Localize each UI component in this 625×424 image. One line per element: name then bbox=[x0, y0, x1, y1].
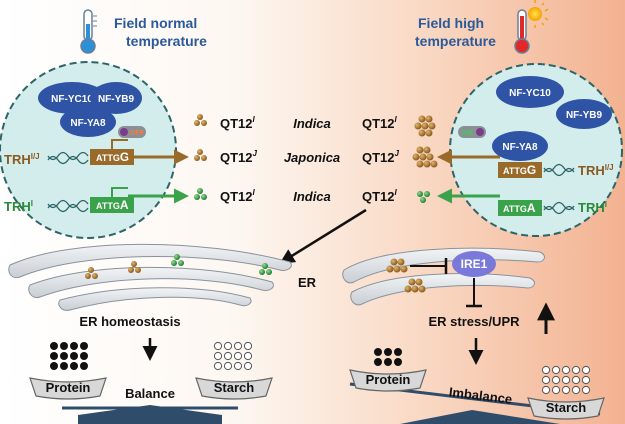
protein-cluster-large-brown bbox=[414, 115, 436, 137]
row2-right-label: QT12J bbox=[362, 149, 400, 165]
switch-on-icon: ON bbox=[458, 126, 486, 138]
row3-variety: Indica bbox=[293, 189, 331, 204]
er-right-protein-aggregates bbox=[386, 258, 426, 293]
motif-top-left: ATTGG bbox=[96, 150, 129, 164]
balance-scale: Protein Starch Balance bbox=[29, 341, 273, 424]
protein-cluster-large-brown-2 bbox=[412, 146, 438, 168]
er-homeostasis-label: ER homeostasis bbox=[79, 314, 180, 329]
row1-left-label: QT12I bbox=[220, 115, 256, 131]
protein-cluster-small-green bbox=[194, 188, 207, 200]
center-row-1: QT12I Indica QT12I bbox=[194, 114, 436, 137]
protein-pan-left-label: Protein bbox=[46, 380, 91, 395]
protein-cluster-small-brown-2 bbox=[194, 149, 207, 161]
trh-top-right-label: TRHI/J bbox=[578, 163, 614, 178]
row3-right-label: QT12I bbox=[362, 188, 398, 204]
trh-bottom-left-label: TRHI bbox=[4, 199, 33, 214]
motif-top-right: ATTGG bbox=[503, 163, 536, 177]
er-label: ER bbox=[298, 275, 317, 290]
nf-ya8-left bbox=[60, 107, 116, 137]
header-left-line1: Field normal bbox=[114, 15, 197, 31]
protein-dots-right bbox=[374, 348, 402, 366]
nf-ya8-right-label: NF-YA8 bbox=[502, 142, 538, 153]
motif-bottom-left: ATTGA bbox=[96, 198, 129, 212]
nf-yb9-left-label: NF-YB9 bbox=[98, 94, 135, 105]
nf-ya8-left-label: NF-YA8 bbox=[70, 118, 106, 129]
switch-on-label: ON bbox=[462, 130, 473, 137]
protein-cluster-small-brown bbox=[194, 114, 207, 126]
starch-pan-right bbox=[527, 397, 605, 420]
balance-label: Balance bbox=[125, 386, 175, 401]
er-stress-label: ER stress/UPR bbox=[428, 314, 520, 329]
sun-icon bbox=[528, 0, 549, 28]
header-right-line2: temperature bbox=[415, 33, 496, 49]
imbalance-label: Imbalance bbox=[448, 384, 513, 407]
protein-pan-left bbox=[29, 377, 107, 400]
nf-yb9-right-label: NF-YB9 bbox=[566, 110, 603, 121]
nf-ya8-right bbox=[492, 131, 548, 161]
left-nucleus: NF-YC10 NF-YB9 NF-YA8 OFF TRHI/J ATTGG T… bbox=[0, 61, 189, 239]
starch-dots-right bbox=[541, 365, 591, 395]
arrow-to-er bbox=[279, 208, 367, 264]
switch-off-icon: OFF bbox=[118, 126, 146, 138]
trh-top-left-label: TRHI/J bbox=[4, 152, 40, 167]
nf-yb9-left bbox=[90, 82, 142, 114]
nf-yc10-left-label: NF-YC10 bbox=[51, 94, 93, 105]
row1-right-label: QT12I bbox=[362, 115, 398, 131]
ire1-label: IRE1 bbox=[461, 257, 488, 271]
protein-cluster-small-green-2 bbox=[417, 191, 430, 203]
header-right-line1: Field high bbox=[418, 15, 484, 31]
starch-pan-left-label: Starch bbox=[214, 380, 255, 395]
center-row-2: QT12J Japonica QT12J bbox=[194, 146, 438, 168]
nf-yb9-right bbox=[556, 99, 612, 129]
thermometer-high-icon bbox=[514, 9, 530, 54]
er-right bbox=[342, 247, 545, 306]
nf-yc10-right-label: NF-YC10 bbox=[509, 88, 551, 99]
motif-box-bottom-right bbox=[498, 200, 542, 216]
center-row-3: QT12I Indica QT12I bbox=[194, 188, 430, 204]
header-left-line2: temperature bbox=[126, 33, 207, 49]
ire1-oval bbox=[452, 251, 496, 277]
er-left bbox=[8, 243, 292, 311]
row2-left-label: QT12J bbox=[220, 149, 258, 165]
row1-variety: Indica bbox=[293, 116, 331, 131]
dna-strand-top-left bbox=[47, 151, 89, 165]
protein-dots-left bbox=[50, 342, 88, 370]
protein-pan-right-label: Protein bbox=[366, 372, 411, 387]
row3-left-label: QT12I bbox=[220, 188, 256, 204]
row2-variety: Japonica bbox=[284, 150, 340, 165]
starch-dots-left bbox=[213, 341, 253, 371]
dna-strand-top-right bbox=[543, 163, 575, 177]
imbalance-scale: Protein Starch Imbalance bbox=[349, 348, 605, 424]
switch-off-label: OFF bbox=[130, 130, 145, 137]
dna-strand-bottom-right bbox=[543, 201, 575, 215]
protein-pan-right bbox=[349, 369, 427, 392]
trh-bottom-right-label: TRHI bbox=[578, 200, 607, 215]
starch-pan-right-label: Starch bbox=[546, 400, 587, 415]
motif-bottom-right: ATTGA bbox=[503, 201, 536, 215]
er-left-protein-granules bbox=[85, 254, 272, 279]
motif-box-top-right bbox=[498, 162, 542, 178]
nf-yc10-left bbox=[38, 82, 106, 114]
motif-box-bottom-left bbox=[90, 197, 134, 213]
starch-pan-left bbox=[195, 377, 273, 400]
motif-box-top-left bbox=[90, 149, 134, 165]
dna-strand-bottom-left bbox=[47, 199, 89, 213]
thermometer-normal-icon bbox=[80, 9, 97, 54]
right-nucleus: NF-YC10 NF-YB9 NF-YA8 ON ATTGG TRHI/J AT… bbox=[437, 63, 623, 237]
nf-yc10-right bbox=[496, 76, 564, 108]
